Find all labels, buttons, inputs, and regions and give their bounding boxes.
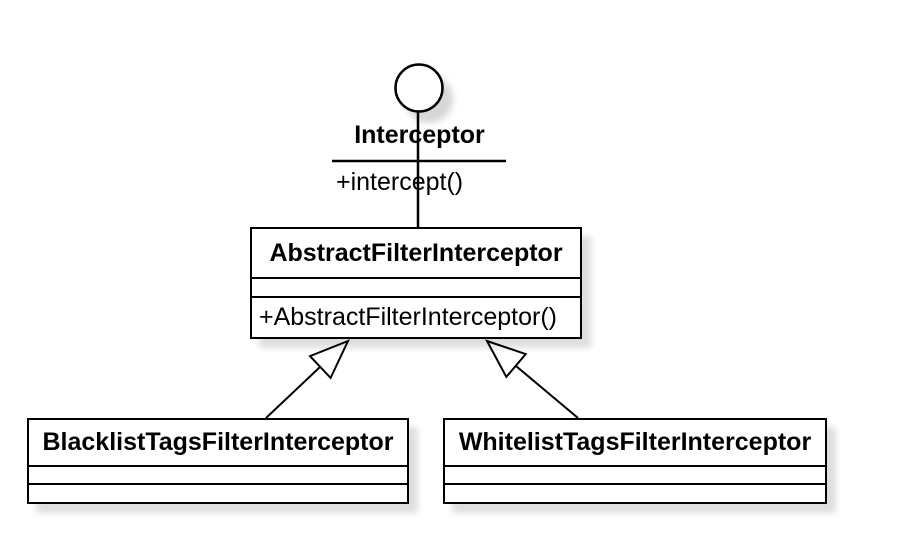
generalization-triangle-icon	[484, 339, 528, 379]
class-name-label: WhitelistTagsFilterInterceptor	[445, 420, 825, 467]
interface-name-label: Interceptor	[354, 121, 485, 149]
class-name-label: AbstractFilterInterceptor	[252, 229, 580, 279]
generalization-edge-whitelist	[484, 339, 579, 419]
generalization-line	[515, 365, 579, 419]
method-label: +AbstractFilterInterceptor()	[259, 303, 558, 331]
class-name-label: BlacklistTagsFilterInterceptor	[29, 420, 407, 467]
class-box-abstract-filter-interceptor: AbstractFilterInterceptor +AbstractFilte…	[250, 227, 582, 339]
class-box-whitelist-tags-filter-interceptor: WhitelistTagsFilterInterceptor	[443, 418, 827, 504]
class-box-blacklist-tags-filter-interceptor: BlacklistTagsFilterInterceptor	[27, 418, 409, 504]
generalization-line	[265, 366, 321, 419]
methods-compartment	[29, 485, 407, 502]
interface-lollipop-circle	[394, 63, 444, 113]
attributes-compartment	[445, 467, 825, 485]
interface-method-label: +intercept()	[336, 168, 464, 196]
generalization-edge-blacklist	[265, 339, 350, 419]
methods-compartment: +AbstractFilterInterceptor()	[252, 298, 580, 337]
attributes-compartment	[29, 467, 407, 485]
generalization-triangle-icon	[308, 339, 350, 380]
methods-compartment	[445, 485, 825, 502]
attributes-compartment	[252, 279, 580, 298]
